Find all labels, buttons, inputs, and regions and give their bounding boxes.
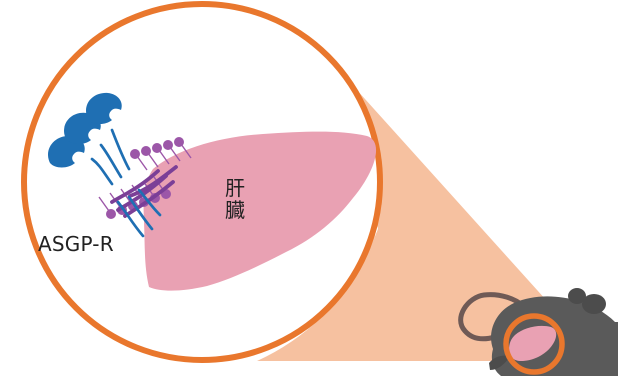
mouse-ear-front — [582, 294, 606, 314]
organ-label: 肝 臓 — [223, 177, 247, 221]
organ-label-line-2: 臓 — [223, 199, 247, 221]
receptor-label: ASGP-R — [38, 232, 114, 256]
organ-label-line-1: 肝 — [223, 177, 247, 199]
